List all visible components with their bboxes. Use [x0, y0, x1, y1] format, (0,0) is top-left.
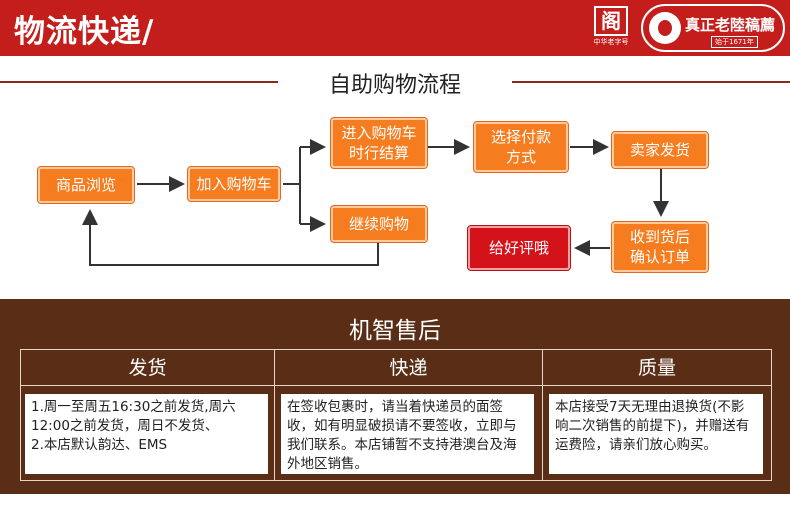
column-heading: 质量 [543, 350, 771, 386]
seal-glyph: 阁 [594, 6, 628, 36]
header-banner: 物流快递/ 阁 中华老字号 真正老陸稿薦 始于1671年 [0, 0, 790, 56]
column-quality: 质量 本店接受7天无理由退换货(不影响二次销售的前提下)，并赠送有运费险，请亲们… [543, 350, 771, 480]
after-sales-section: 机智售后 发货 1.周一至周五16:30之前发货,周六 12:00之前发货，周日… [0, 299, 790, 494]
column-heading: 快递 [275, 350, 542, 386]
step-add-cart: 加入购物车 [187, 166, 281, 202]
column-express: 快递 在签收包裹时，请当着快递员的面签收，如有明显破损请不要签收，立即与我们联系… [275, 350, 543, 480]
brand-logo: 真正老陸稿薦 始于1671年 [641, 4, 785, 52]
title-divider-right [512, 81, 790, 83]
step-review: 给好评哦 [467, 225, 571, 271]
portrait-icon [649, 12, 681, 44]
heritage-seal-logo: 阁 中华老字号 [590, 6, 632, 50]
after-sales-title: 机智售后 [349, 318, 441, 344]
section-title: 物流快递/ [14, 14, 155, 50]
title-divider-left [0, 81, 278, 83]
column-text: 1.周一至周五16:30之前发货,周六 12:00之前发货，周日不发货、 2.本… [25, 394, 268, 474]
column-text: 本店接受7天无理由退换货(不影响二次销售的前提下)，并赠送有运费险，请亲们放心购… [549, 394, 763, 474]
column-heading: 发货 [21, 350, 274, 386]
seal-caption: 中华老字号 [593, 38, 629, 46]
column-text: 在签收包裹时，请当着快递员的面签收，如有明显破损请不要签收，立即与我们联系。本店… [281, 394, 534, 474]
arrow-continue-loop [82, 209, 379, 266]
brand-name: 真正老陸稿薦 [685, 16, 776, 34]
step-ship: 卖家发货 [611, 131, 709, 169]
step-checkout: 进入购物车 时行结算 [330, 117, 428, 169]
column-shipping: 发货 1.周一至周五16:30之前发货,周六 12:00之前发货，周日不发货、 … [21, 350, 275, 480]
step-receive: 收到货后 确认订单 [611, 221, 709, 273]
after-sales-table: 发货 1.周一至周五16:30之前发货,周六 12:00之前发货，周日不发货、 … [20, 349, 772, 481]
brand-year: 始于1671年 [711, 36, 758, 48]
step-browse: 商品浏览 [37, 166, 135, 204]
step-payment: 选择付款 方式 [473, 121, 569, 173]
step-continue: 继续购物 [330, 205, 428, 243]
flow-title: 自助购物流程 [328, 73, 461, 98]
flow-arrows [82, 139, 669, 266]
